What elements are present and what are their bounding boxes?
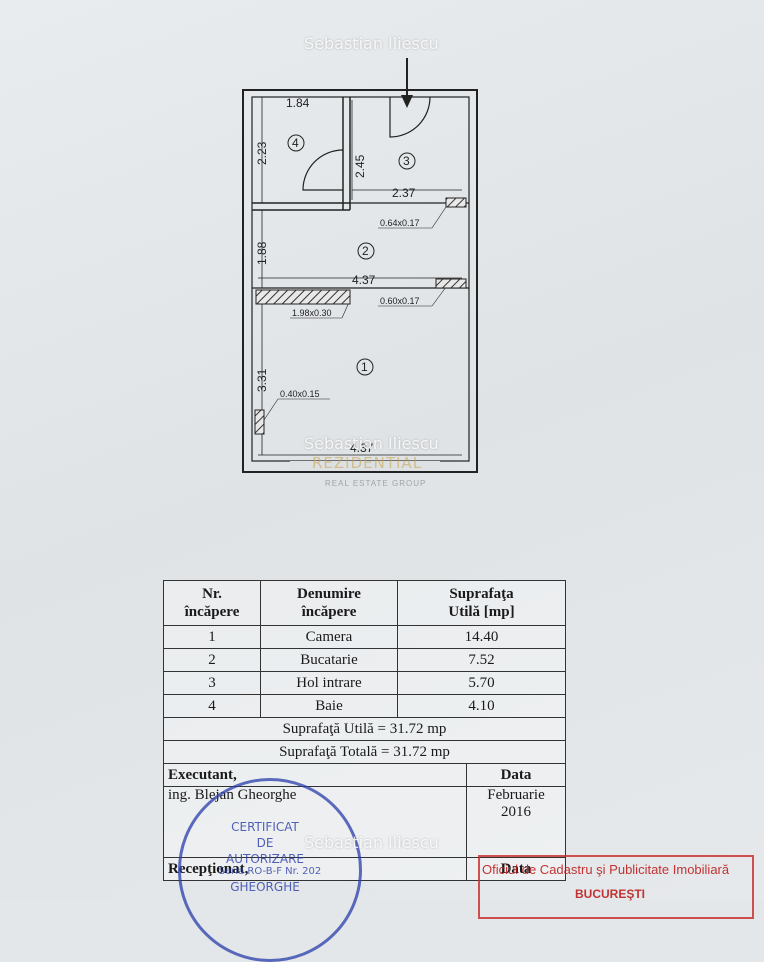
dim-bath-width: 1.84	[286, 96, 310, 110]
wall-label-a: 0.64x0.17	[380, 218, 420, 228]
stamp-line2: DE	[256, 836, 274, 850]
ocpi-line2: BUCUREŞTI	[575, 887, 646, 901]
wall-piece-a	[445, 197, 467, 208]
brand-logo: REZIDENTIAL	[312, 454, 423, 472]
data-label: Data	[466, 763, 566, 787]
stamp-line5: GHEORGHE	[230, 880, 300, 894]
stamp-line4: Seria RO-B-F Nr. 202	[218, 866, 322, 877]
dim-room-height: 3.31	[255, 368, 269, 392]
data-label-2: Data	[466, 857, 566, 881]
brand-tagline: REAL ESTATE GROUP	[325, 479, 427, 488]
ocpi-line1: Oficiul de Cadastru şi Publicitate Imobi…	[482, 862, 730, 877]
watermark-bottom: Sebastian Iliescu	[304, 833, 439, 852]
dim-room-width: 4.37	[350, 441, 374, 455]
outer-wall	[242, 89, 478, 473]
dim-kitchen-width: 4.37	[352, 273, 376, 287]
room-number-2: 2	[362, 244, 369, 258]
watermark-middle: Sebastian Iliescu	[304, 434, 439, 453]
dim-kitchen-height: 1.88	[255, 241, 269, 265]
wall-label-d: 0.40x0.15	[280, 389, 320, 399]
dim-bath-height: 2.23	[255, 141, 269, 165]
wall-piece-b	[435, 278, 467, 289]
executant-label: Executant,	[163, 763, 467, 787]
grand-total: Suprafaţă Totală = 31.72 mp	[163, 740, 566, 764]
dim-hall-width: 2.37	[392, 186, 416, 200]
room-number-1: 1	[361, 360, 368, 374]
room-number-3: 3	[403, 154, 410, 168]
stamp-line1: CERTIFICAT	[231, 820, 299, 834]
wall-piece-c	[255, 289, 351, 305]
room-number-4: 4	[292, 136, 299, 150]
wall-piece-d	[254, 409, 265, 435]
wall-label-c: 1.98x0.30	[292, 308, 332, 318]
util-total: Suprafaţă Utilă = 31.72 mp	[163, 717, 566, 741]
header-nr: Nr.încăpere	[163, 580, 261, 626]
floor-plan: 1.84 2.23 2.45 2.37 1.88 4.37 3.31 4.37 …	[242, 58, 478, 473]
wall-label-b: 0.60x0.17	[380, 296, 420, 306]
stamp-line3: AUTORIZARE	[226, 852, 304, 866]
dim-hall-height: 2.45	[353, 154, 367, 178]
watermark-top: Sebastian Iliescu	[304, 34, 439, 53]
